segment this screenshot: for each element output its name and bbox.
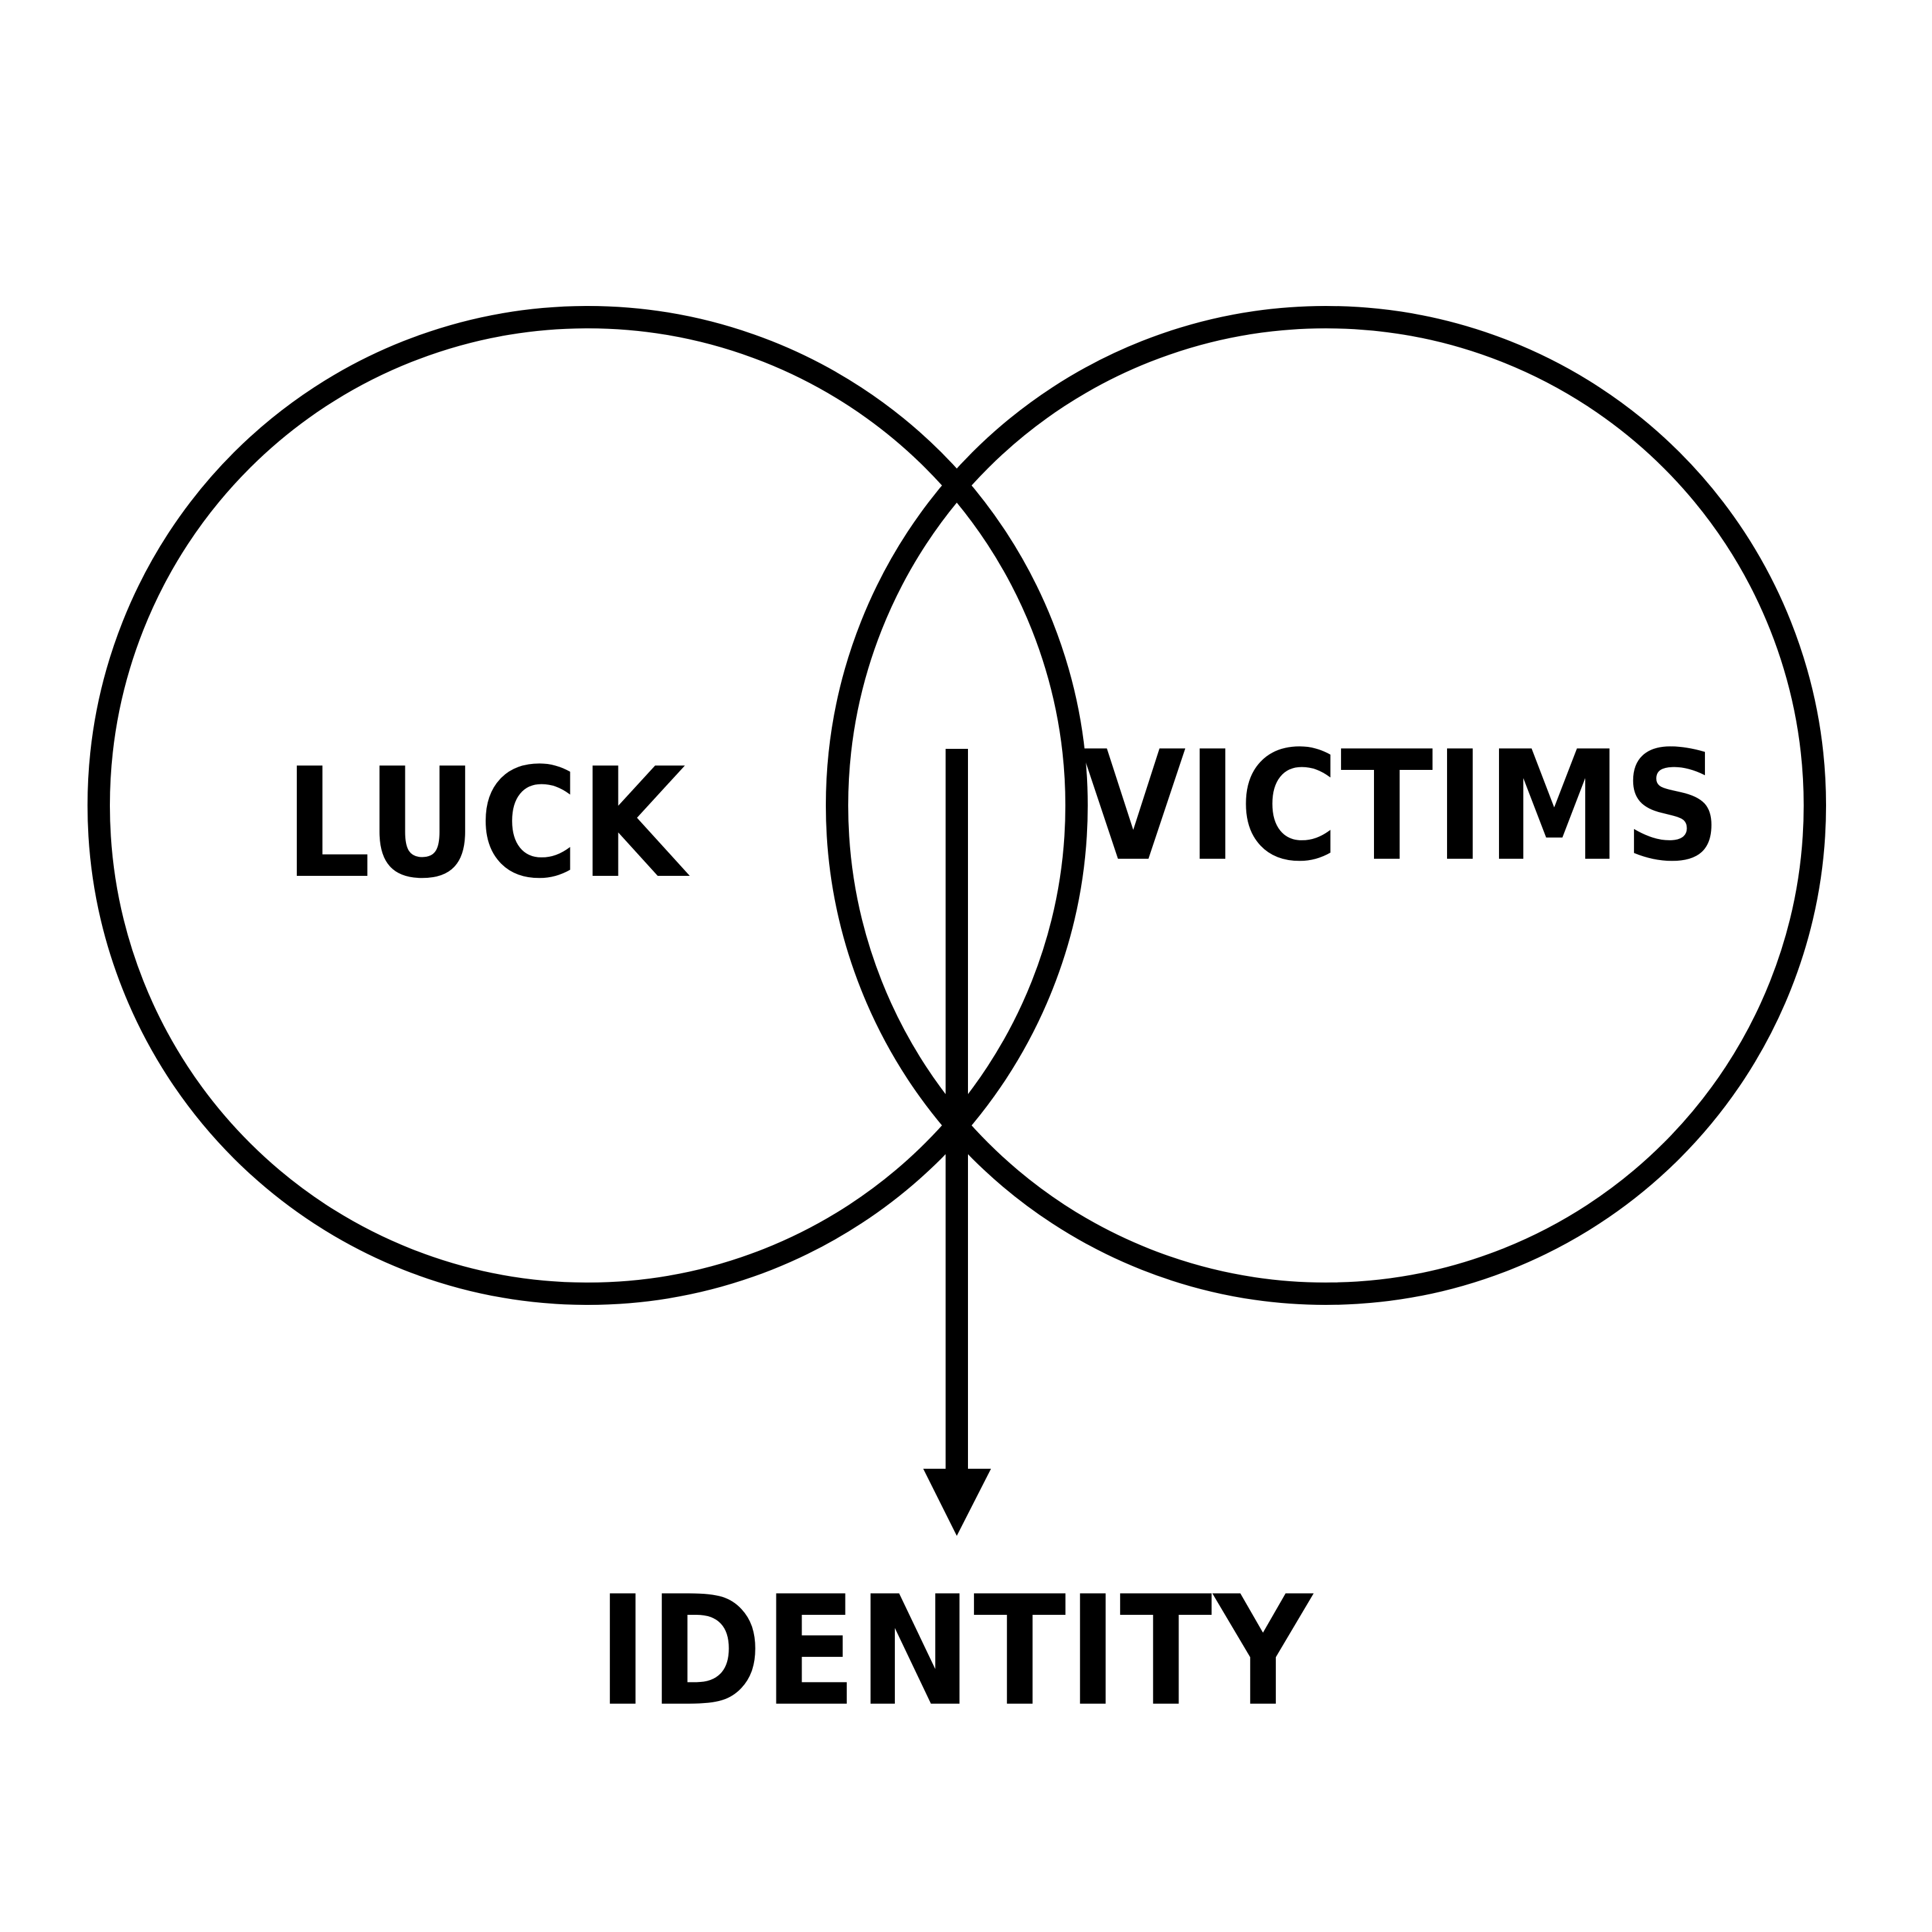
identity-label: IDENTITY — [597, 1564, 1314, 1740]
arrow-shaft — [946, 749, 968, 1469]
victims-label: VICTIMS — [1080, 719, 1723, 895]
right-circle — [826, 306, 1826, 1305]
arrow-head — [923, 1469, 991, 1536]
left-circle — [88, 306, 1088, 1305]
luck-label: LUCK — [284, 736, 690, 912]
